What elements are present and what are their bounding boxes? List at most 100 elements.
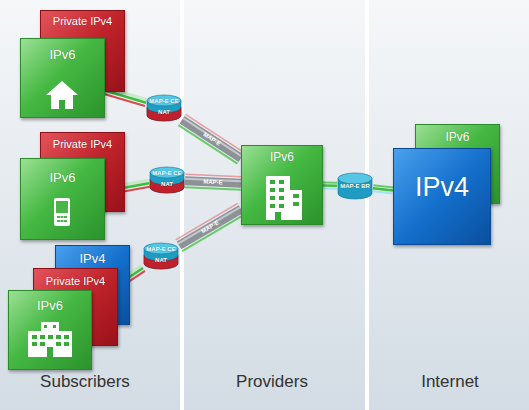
- network-label: Private IPv4: [41, 15, 124, 27]
- network-link: [105, 91, 146, 103]
- router-label: MAP-E BR: [337, 183, 373, 190]
- column-label: Internet: [385, 372, 515, 392]
- signal-wire: [323, 188, 337, 190]
- tower-window: [270, 180, 275, 184]
- tunnel-pipe: [182, 120, 241, 159]
- pipe-highlight: [185, 179, 241, 181]
- office-window: [53, 325, 56, 328]
- tunnel-label: MAP-E: [203, 179, 223, 186]
- router-cylinder: MAP-E CE NAT: [146, 94, 182, 122]
- signal-wire: [373, 191, 393, 193]
- router-cylinder: MAP-E BR: [337, 172, 373, 200]
- signal-wire: [373, 185, 393, 187]
- router-label: MAP-E CE: [143, 246, 179, 253]
- router-label: MAP-E CE: [146, 98, 182, 105]
- phone-screen: [56, 201, 68, 213]
- router-cylinder: MAP-E CE NAT: [143, 242, 179, 270]
- signal-wire: [323, 182, 337, 184]
- office-top: [41, 322, 59, 331]
- router-top: [150, 167, 184, 178]
- tower-door: [275, 212, 281, 220]
- phone-body: [54, 198, 70, 226]
- office-window: [44, 325, 47, 328]
- network-link: [373, 188, 393, 190]
- house-door: [59, 100, 65, 109]
- provider-building-icon: [266, 176, 302, 220]
- router-label: MAP-E CE: [149, 170, 185, 177]
- phone-key: [57, 216, 60, 218]
- network-label: IPv4: [394, 173, 490, 203]
- router-label: NAT: [146, 109, 182, 116]
- office-icon: [28, 322, 72, 357]
- network-label: IPv6: [242, 151, 322, 164]
- tunnel-label: MAP-E: [200, 220, 220, 235]
- house-icon: [46, 81, 78, 109]
- router-top: [147, 95, 181, 106]
- network-label: Private IPv4: [41, 138, 124, 150]
- tunnel-pipe: [179, 209, 241, 245]
- tower-window: [279, 196, 284, 200]
- tower-window: [279, 188, 284, 192]
- phone-key: [57, 220, 60, 222]
- internet-panel: [369, 0, 529, 410]
- signal-wire: [185, 174, 241, 176]
- network-box: IPv6: [241, 145, 323, 225]
- office-window: [32, 335, 37, 339]
- office-window: [56, 342, 61, 346]
- router-top: [144, 243, 178, 254]
- tower-window: [279, 204, 284, 208]
- network-label: IPv6: [9, 299, 91, 313]
- router-top: [338, 173, 372, 184]
- router-label: NAT: [143, 257, 179, 264]
- router-cylinder: MAP-E CE NAT: [149, 166, 185, 194]
- phone-key: [61, 216, 64, 218]
- network-box: IPv6: [20, 38, 105, 118]
- network-box: IPv4: [393, 148, 491, 245]
- network-box: IPv6: [20, 158, 105, 240]
- tower-window: [279, 180, 284, 184]
- subscribers-panel: [0, 0, 180, 410]
- tower-window: [293, 194, 299, 198]
- tower-window: [293, 202, 299, 206]
- office-window: [56, 335, 61, 339]
- house-shape: [46, 81, 78, 109]
- network-label: IPv6: [416, 131, 499, 144]
- router-label: NAT: [149, 181, 185, 188]
- office-door: [47, 347, 53, 357]
- office-window: [32, 342, 37, 346]
- tower-wing: [290, 190, 302, 220]
- tower-body: [266, 176, 290, 220]
- network-label: IPv4: [56, 252, 129, 266]
- tower-window: [270, 188, 275, 192]
- providers-panel: [184, 0, 365, 410]
- nat-band: [144, 256, 178, 270]
- network-box: IPv6: [8, 290, 92, 370]
- signal-wire: [186, 114, 245, 153]
- office-body: [28, 331, 72, 357]
- network-label: Private IPv4: [34, 275, 117, 287]
- pipe-highlight: [183, 118, 242, 157]
- phone-key: [61, 220, 64, 222]
- signal-wire: [185, 187, 241, 189]
- office-window: [48, 335, 53, 339]
- office-window: [40, 335, 45, 339]
- signal-wire: [178, 125, 237, 163]
- network-link: [323, 184, 337, 187]
- nat-band: [147, 108, 181, 122]
- network-label: IPv6: [21, 48, 104, 62]
- tunnel-label: MAP-E: [202, 131, 221, 147]
- network-label: IPv6: [21, 171, 104, 185]
- tower-window: [270, 204, 275, 208]
- office-window: [40, 342, 45, 346]
- pipe-highlight: [178, 207, 240, 243]
- column-label: Providers: [207, 372, 337, 392]
- office-window: [64, 342, 69, 346]
- office-window: [64, 335, 69, 339]
- phone-key: [64, 216, 67, 218]
- tower-window: [270, 196, 275, 200]
- phone-icon: [54, 198, 70, 226]
